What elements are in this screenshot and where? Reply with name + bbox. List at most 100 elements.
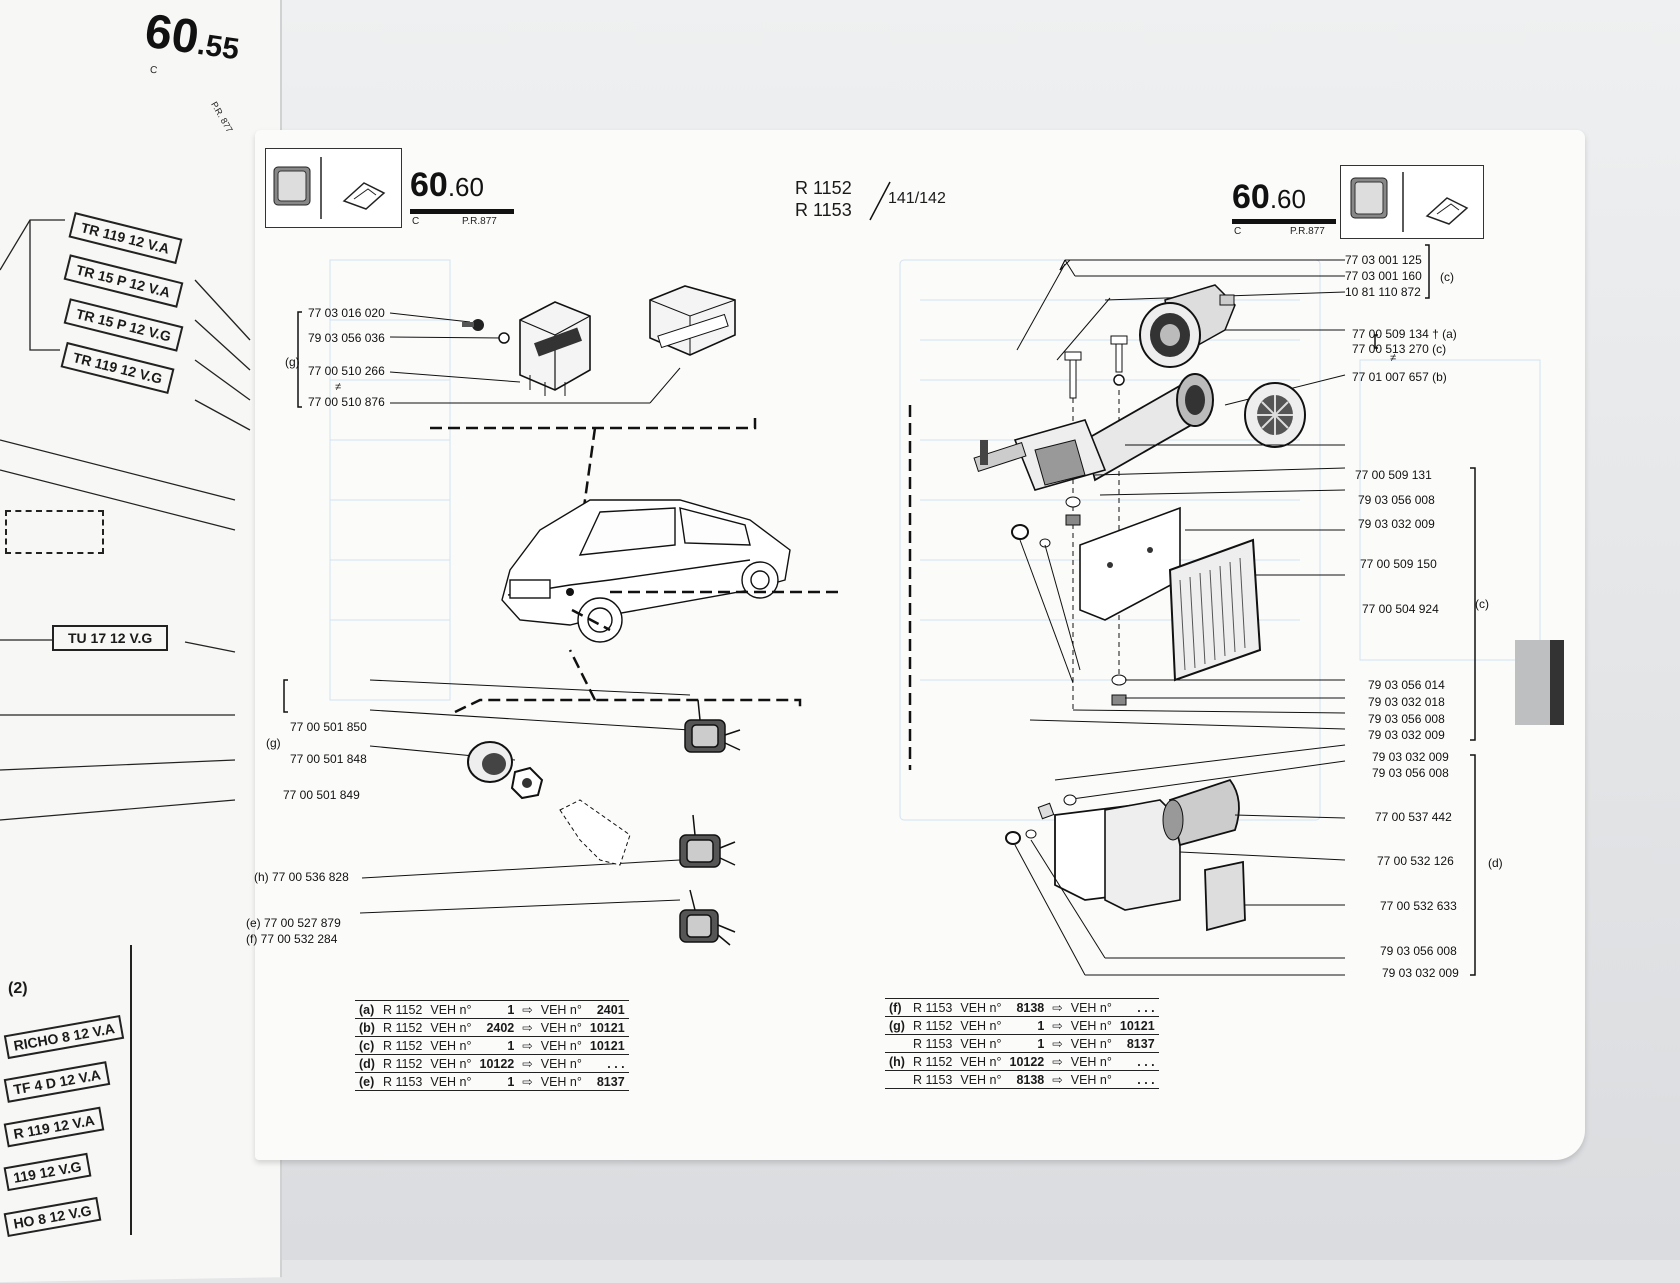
row-to: . . . <box>585 1054 629 1073</box>
right-page-pr: P.R.877 <box>1290 226 1325 237</box>
model-line-1: R 1152 <box>795 178 852 198</box>
left-edge-section-label: (2) <box>8 980 28 997</box>
part-ref: 79 03 032 018 <box>1368 695 1445 709</box>
ref-letter: (c) <box>1475 597 1489 611</box>
row-from: 1 <box>1005 1034 1049 1053</box>
part-ref: 79 03 056 008 <box>1380 944 1457 958</box>
left-edge-box-list <box>0 200 260 500</box>
row-from: 2402 <box>475 1018 519 1037</box>
row-arrow: ⇨ <box>518 1000 537 1019</box>
right-exploded-diagram <box>908 244 1476 976</box>
row-to: . . . <box>1115 998 1159 1017</box>
row-veh-label: VEH n° <box>956 998 1006 1017</box>
ref-letter: (c) <box>1440 270 1454 284</box>
row-key: (f) <box>885 998 909 1017</box>
part-ref: 77 03 016 020 <box>308 306 385 320</box>
row-arrow: ⇨ <box>1048 1070 1067 1089</box>
row-from: 1 <box>475 1072 519 1091</box>
row-key: (g) <box>885 1016 909 1035</box>
row-veh-label: VEH n° <box>536 1072 586 1091</box>
row-veh-label: VEH n° <box>536 1036 586 1055</box>
row-model: R 1152 <box>378 1000 427 1019</box>
part-ref: 77 00 532 633 <box>1380 899 1457 913</box>
part-ref: 77 01 007 657 (b) <box>1352 370 1447 384</box>
page-number: 60.60 <box>410 166 484 204</box>
row-veh-label: VEH n° <box>536 1018 586 1037</box>
model-slash <box>869 181 891 221</box>
part-ref: 77 00 504 924 <box>1362 602 1439 616</box>
row-key: (b) <box>355 1018 379 1037</box>
row-key: (e) <box>355 1072 379 1091</box>
row-arrow: ⇨ <box>518 1018 537 1037</box>
row-veh-label: VEH n° <box>536 1054 586 1073</box>
row-arrow: ⇨ <box>518 1072 537 1091</box>
row-key: (a) <box>355 1000 379 1019</box>
part-ref: 77 00 510 266 <box>308 364 385 378</box>
row-model: R 1153 <box>908 1034 957 1053</box>
row-from: 8138 <box>1005 998 1049 1017</box>
row-from: 10122 <box>1005 1052 1049 1071</box>
part-ref: 79 03 032 009 <box>1358 517 1435 531</box>
row-veh-label: VEH n° <box>536 1000 586 1019</box>
lamp-icon <box>273 157 386 219</box>
part-ref: 77 03 001 125 <box>1345 253 1422 267</box>
left-edge-lines <box>0 219 251 431</box>
row-veh-label: VEH n° <box>426 1036 476 1055</box>
part-ref: 79 03 056 008 <box>1372 766 1449 780</box>
row-to: 10121 <box>585 1036 629 1055</box>
page-pr: P.R.877 <box>462 216 497 227</box>
ref-letter: (d) <box>1488 856 1503 870</box>
part-ref: 77 00 537 442 <box>1375 810 1452 824</box>
row-veh-label: VEH n° <box>1066 998 1116 1017</box>
section-tab-marker <box>1550 640 1564 725</box>
previous-page-c: C <box>149 64 158 77</box>
header-icon-box-right <box>1340 165 1484 239</box>
row-arrow: ⇨ <box>1048 1016 1067 1035</box>
model-suffix: 141/142 <box>888 190 946 207</box>
left-edge-leader-lines <box>0 439 236 821</box>
part-ref: 77 00 532 126 <box>1377 854 1454 868</box>
header-icon-box-left <box>265 148 402 228</box>
left-edge-box: TU 17 12 V.G <box>52 625 169 651</box>
right-page-number-rule <box>1232 219 1336 224</box>
right-page-number: 60.60 <box>1232 178 1306 216</box>
row-to: . . . <box>1115 1070 1159 1089</box>
ref-letter: (g) <box>285 355 300 369</box>
part-ref: 77 00 501 848 <box>290 752 367 766</box>
row-model: R 1152 <box>378 1036 427 1055</box>
row-to: 2401 <box>585 1000 629 1019</box>
page-number-rule <box>410 209 514 214</box>
part-ref: 79 03 032 009 <box>1372 750 1449 764</box>
row-key <box>885 1034 909 1053</box>
section-tab-shadow <box>1515 640 1551 725</box>
not-interchangeable-mark: ≠ <box>1390 352 1397 364</box>
model-line-2: R 1153 <box>795 200 852 220</box>
row-veh-label: VEH n° <box>426 1054 476 1073</box>
row-from: 10122 <box>475 1054 519 1073</box>
part-ref: 79 03 056 008 <box>1358 493 1435 507</box>
row-veh-label: VEH n° <box>426 1000 476 1019</box>
part-ref: 77 00 509 134 † (a) <box>1352 327 1457 341</box>
row-arrow: ⇨ <box>1048 998 1067 1017</box>
row-veh-label: VEH n° <box>956 1034 1006 1053</box>
row-veh-label: VEH n° <box>956 1070 1006 1089</box>
part-ref: 79 03 032 009 <box>1382 966 1459 980</box>
row-key: (h) <box>885 1052 909 1071</box>
catalog-page <box>255 130 1585 1160</box>
row-to: 8137 <box>1115 1034 1159 1053</box>
not-interchangeable-mark: ≠ <box>335 381 342 393</box>
part-ref: 77 00 509 150 <box>1360 557 1437 571</box>
row-key <box>885 1070 909 1089</box>
row-to: 10121 <box>1115 1016 1159 1035</box>
part-ref: 77 00 501 849 <box>283 788 360 802</box>
part-ref: 10 81 110 872 <box>1345 285 1421 299</box>
part-ref: 77 03 001 160 <box>1345 269 1422 283</box>
